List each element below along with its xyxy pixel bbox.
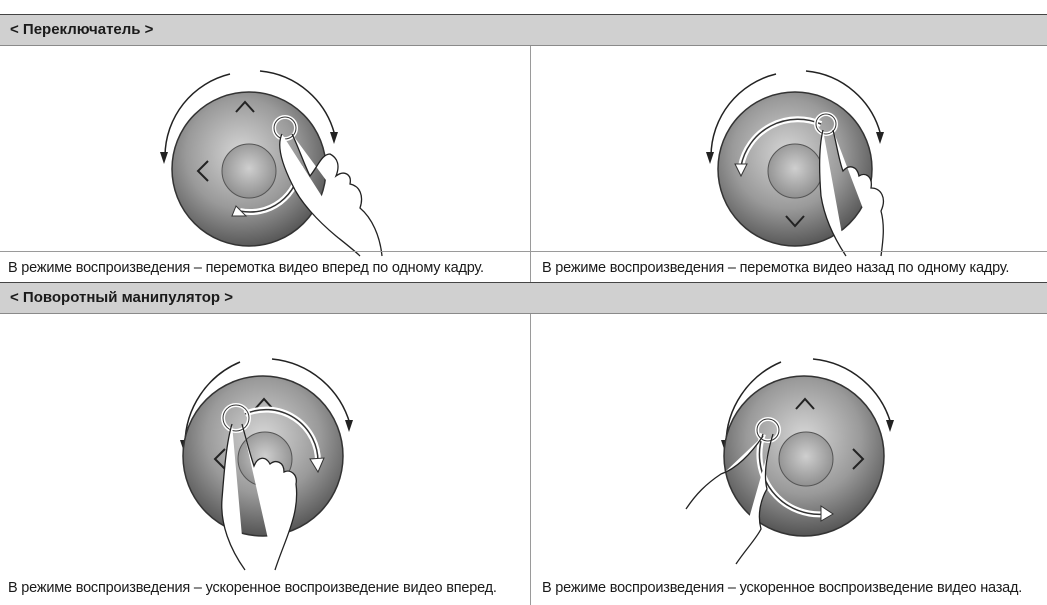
illustration-frame-forward: [0, 46, 530, 251]
dial-center-button: [222, 144, 276, 198]
caption-frame-backward: В режиме воспроизведения – перемотка вид…: [542, 257, 1009, 279]
illustration-row-jog-dial: [0, 314, 1047, 570]
row-divider: [0, 251, 1047, 252]
jog-dial-icon: [0, 46, 530, 251]
section-header-switch: < Переключатель >: [0, 14, 1047, 46]
caption-fast-backward: В режиме воспроизведения – ускоренное во…: [542, 577, 1022, 599]
jog-dial-icon: [531, 314, 1047, 570]
caption-fast-forward: В режиме воспроизведения – ускоренное во…: [8, 577, 497, 599]
illustration-fast-forward: [0, 314, 530, 570]
illustration-fast-backward: [531, 314, 1047, 570]
column-divider: [530, 46, 531, 251]
dial-center-button: [779, 432, 833, 486]
illustration-row-switch: [0, 46, 1047, 251]
column-divider: [530, 314, 531, 570]
caption-frame-forward: В режиме воспроизведения – перемотка вид…: [8, 257, 484, 279]
section-header-jog-dial: < Поворотный манипулятор >: [0, 282, 1047, 314]
jog-dial-icon: [531, 46, 1047, 251]
dial-center-button: [768, 144, 822, 198]
jog-dial-icon: [0, 314, 530, 570]
illustration-frame-backward: [531, 46, 1047, 251]
